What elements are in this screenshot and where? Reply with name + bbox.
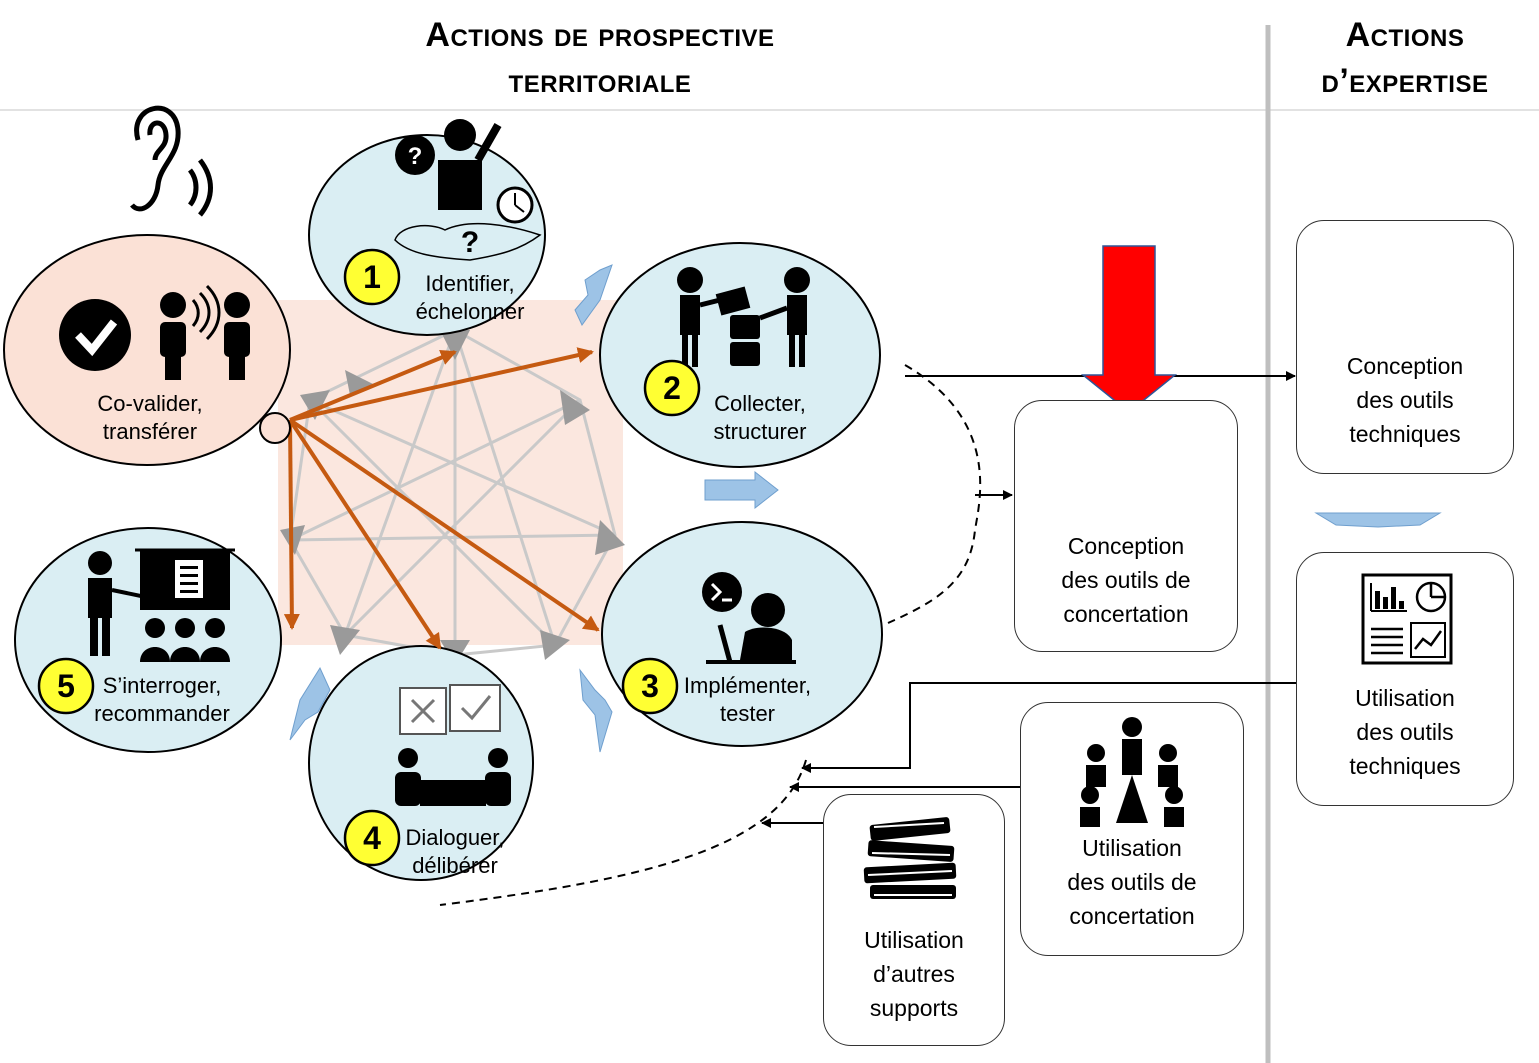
card-utilisation-autres-line1: Utilisation	[864, 927, 964, 953]
group-meeting-icon	[1080, 717, 1184, 827]
step-4-label: Dialoguer, délibérer	[380, 824, 530, 880]
step-4-label-line1: Dialoguer,	[405, 825, 505, 850]
svg-text:?: ?	[408, 143, 423, 170]
hub-arrows	[283, 347, 600, 650]
center-step-label-line1: Co-valider,	[97, 391, 203, 416]
expertise-header: Actions d’expertise	[1285, 12, 1525, 104]
collect-icon	[677, 267, 810, 367]
ear-icon	[130, 105, 213, 217]
card-utilisation-concertation-line3: concertation	[1069, 903, 1195, 929]
expertise-flow-arrow	[1314, 512, 1442, 528]
highlight-arrow	[1080, 245, 1178, 413]
card-conception-techniques-line2: des outils	[1356, 387, 1454, 413]
card-conception-concertation-line3: concertation	[1063, 601, 1189, 627]
identify-icon: ? ?	[394, 119, 542, 261]
card-conception-concertation: Conception des outils de concertation	[1014, 400, 1238, 652]
center-step-circle	[3, 234, 291, 466]
computer-user-icon	[702, 572, 796, 664]
step-3-label-line2: tester	[719, 701, 776, 726]
step-2-label: Collecter, structurer	[685, 390, 835, 446]
step-3-number: 3	[641, 668, 659, 704]
step-3-label: Implémenter, tester	[670, 672, 825, 728]
card-utilisation-autres-line2: d’autres	[873, 961, 955, 987]
step-badges	[37, 248, 701, 867]
step-1-label-line2: échelonner	[415, 299, 525, 324]
analytics-report-icon	[1361, 573, 1453, 665]
expertise-header-line1: Actions	[1345, 16, 1465, 54]
step-5-number: 5	[57, 668, 75, 704]
step-5-label: S’interroger, recommander	[82, 672, 242, 728]
step-4-label-line2: délibérer	[412, 853, 498, 878]
card-conception-concertation-line1: Conception	[1067, 533, 1185, 559]
card-utilisation-techniques-line1: Utilisation	[1355, 685, 1455, 711]
step-3-label-line1: Implémenter,	[683, 673, 812, 698]
card-conception-techniques-line1: Conception	[1346, 353, 1464, 379]
card-utilisation-autres: Utilisation d’autres supports	[823, 794, 1005, 1046]
card-conception-concertation-line2: des outils de	[1061, 567, 1191, 593]
step-5-label-line1: S’interroger,	[102, 673, 222, 698]
step-2-label-line1: Collecter,	[714, 391, 806, 416]
svg-text:?: ?	[461, 226, 479, 259]
step-5-label-line2: recommander	[94, 701, 230, 726]
presentation-icon	[88, 548, 235, 662]
card-utilisation-techniques: Utilisation des outils techniques	[1296, 552, 1514, 806]
dialogue-icon	[395, 684, 511, 806]
step-2-label-line2: structurer	[713, 419, 807, 444]
card-utilisation-concertation-line1: Utilisation	[1082, 835, 1182, 861]
step-2-number: 2	[663, 370, 681, 406]
prospective-header-line2: territoriale	[508, 62, 692, 100]
prospective-header-line1: Actions de prospective	[425, 16, 775, 54]
card-utilisation-techniques-line2: des outils	[1356, 719, 1454, 745]
card-utilisation-concertation-line2: des outils de	[1067, 869, 1197, 895]
step-1-label: Identifier, échelonner	[395, 270, 545, 326]
flow-arrows	[289, 264, 779, 753]
step-1-number: 1	[363, 259, 381, 295]
prospective-header: Actions de prospective d’expertise terri…	[370, 12, 830, 104]
hub-node	[259, 412, 291, 444]
card-conception-techniques-line3: techniques	[1349, 421, 1461, 447]
center-step-label: Co-valider, transférer	[75, 390, 225, 446]
card-utilisation-autres-line3: supports	[869, 995, 959, 1021]
card-utilisation-techniques-line3: techniques	[1349, 753, 1461, 779]
center-step-label-line2: transférer	[102, 419, 198, 444]
card-conception-techniques: Conception des outils techniques	[1296, 220, 1514, 474]
expertise-header-line2: d’expertise	[1321, 62, 1489, 100]
books-icon	[863, 817, 957, 899]
validate-icon	[59, 284, 250, 380]
step-1-label-line1: Identifier,	[425, 271, 515, 296]
step-4-number: 4	[363, 820, 381, 856]
card-utilisation-concertation: Utilisation des outils de concertation	[1020, 702, 1244, 956]
